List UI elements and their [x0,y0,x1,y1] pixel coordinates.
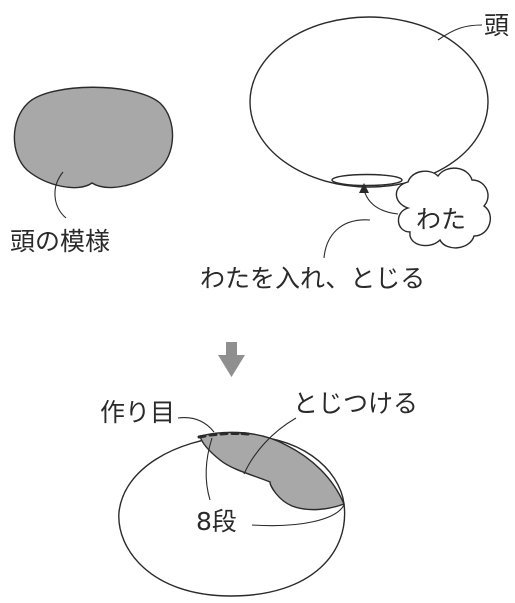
rows-left-leader [205,437,213,501]
head-label: 頭 [484,11,509,40]
cast-on-label: 作り目 [100,398,175,427]
stuffing-arrow [363,189,399,215]
head-pattern-leader [54,171,67,219]
rows-label: 8段 [196,507,237,536]
cast-on-leader [177,417,215,433]
head-leader [437,24,483,41]
sew-on-label: とじつける [293,389,418,418]
head-pattern-label: 頭の模様 [10,227,110,256]
sewn-pattern-shape [199,431,345,511]
head-shape [249,16,489,188]
stuffing-cloud [395,167,492,249]
stuffing-opening [331,173,403,187]
stuff-and-close-label: わたを入れ、とじる [200,264,425,293]
instruction-leader [323,219,371,259]
rows-right-leader [251,504,345,527]
stuffing-arrowhead [359,183,369,193]
head-pattern-shape [13,86,174,189]
sew-on-leader [243,417,297,475]
cast-on-marks [197,432,250,439]
down-arrow-icon [218,342,245,377]
stuffing-label: わた [416,205,466,234]
